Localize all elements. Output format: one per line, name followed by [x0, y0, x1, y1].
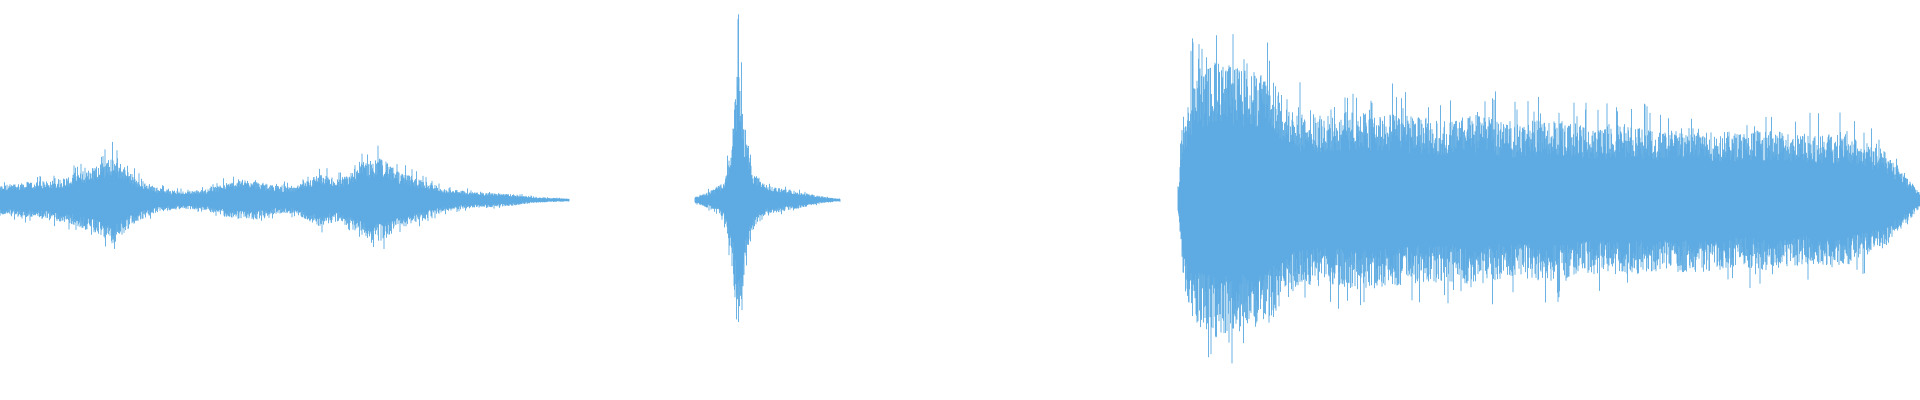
waveform-segment-3 [1177, 34, 1920, 364]
waveform-segments [0, 14, 1920, 364]
